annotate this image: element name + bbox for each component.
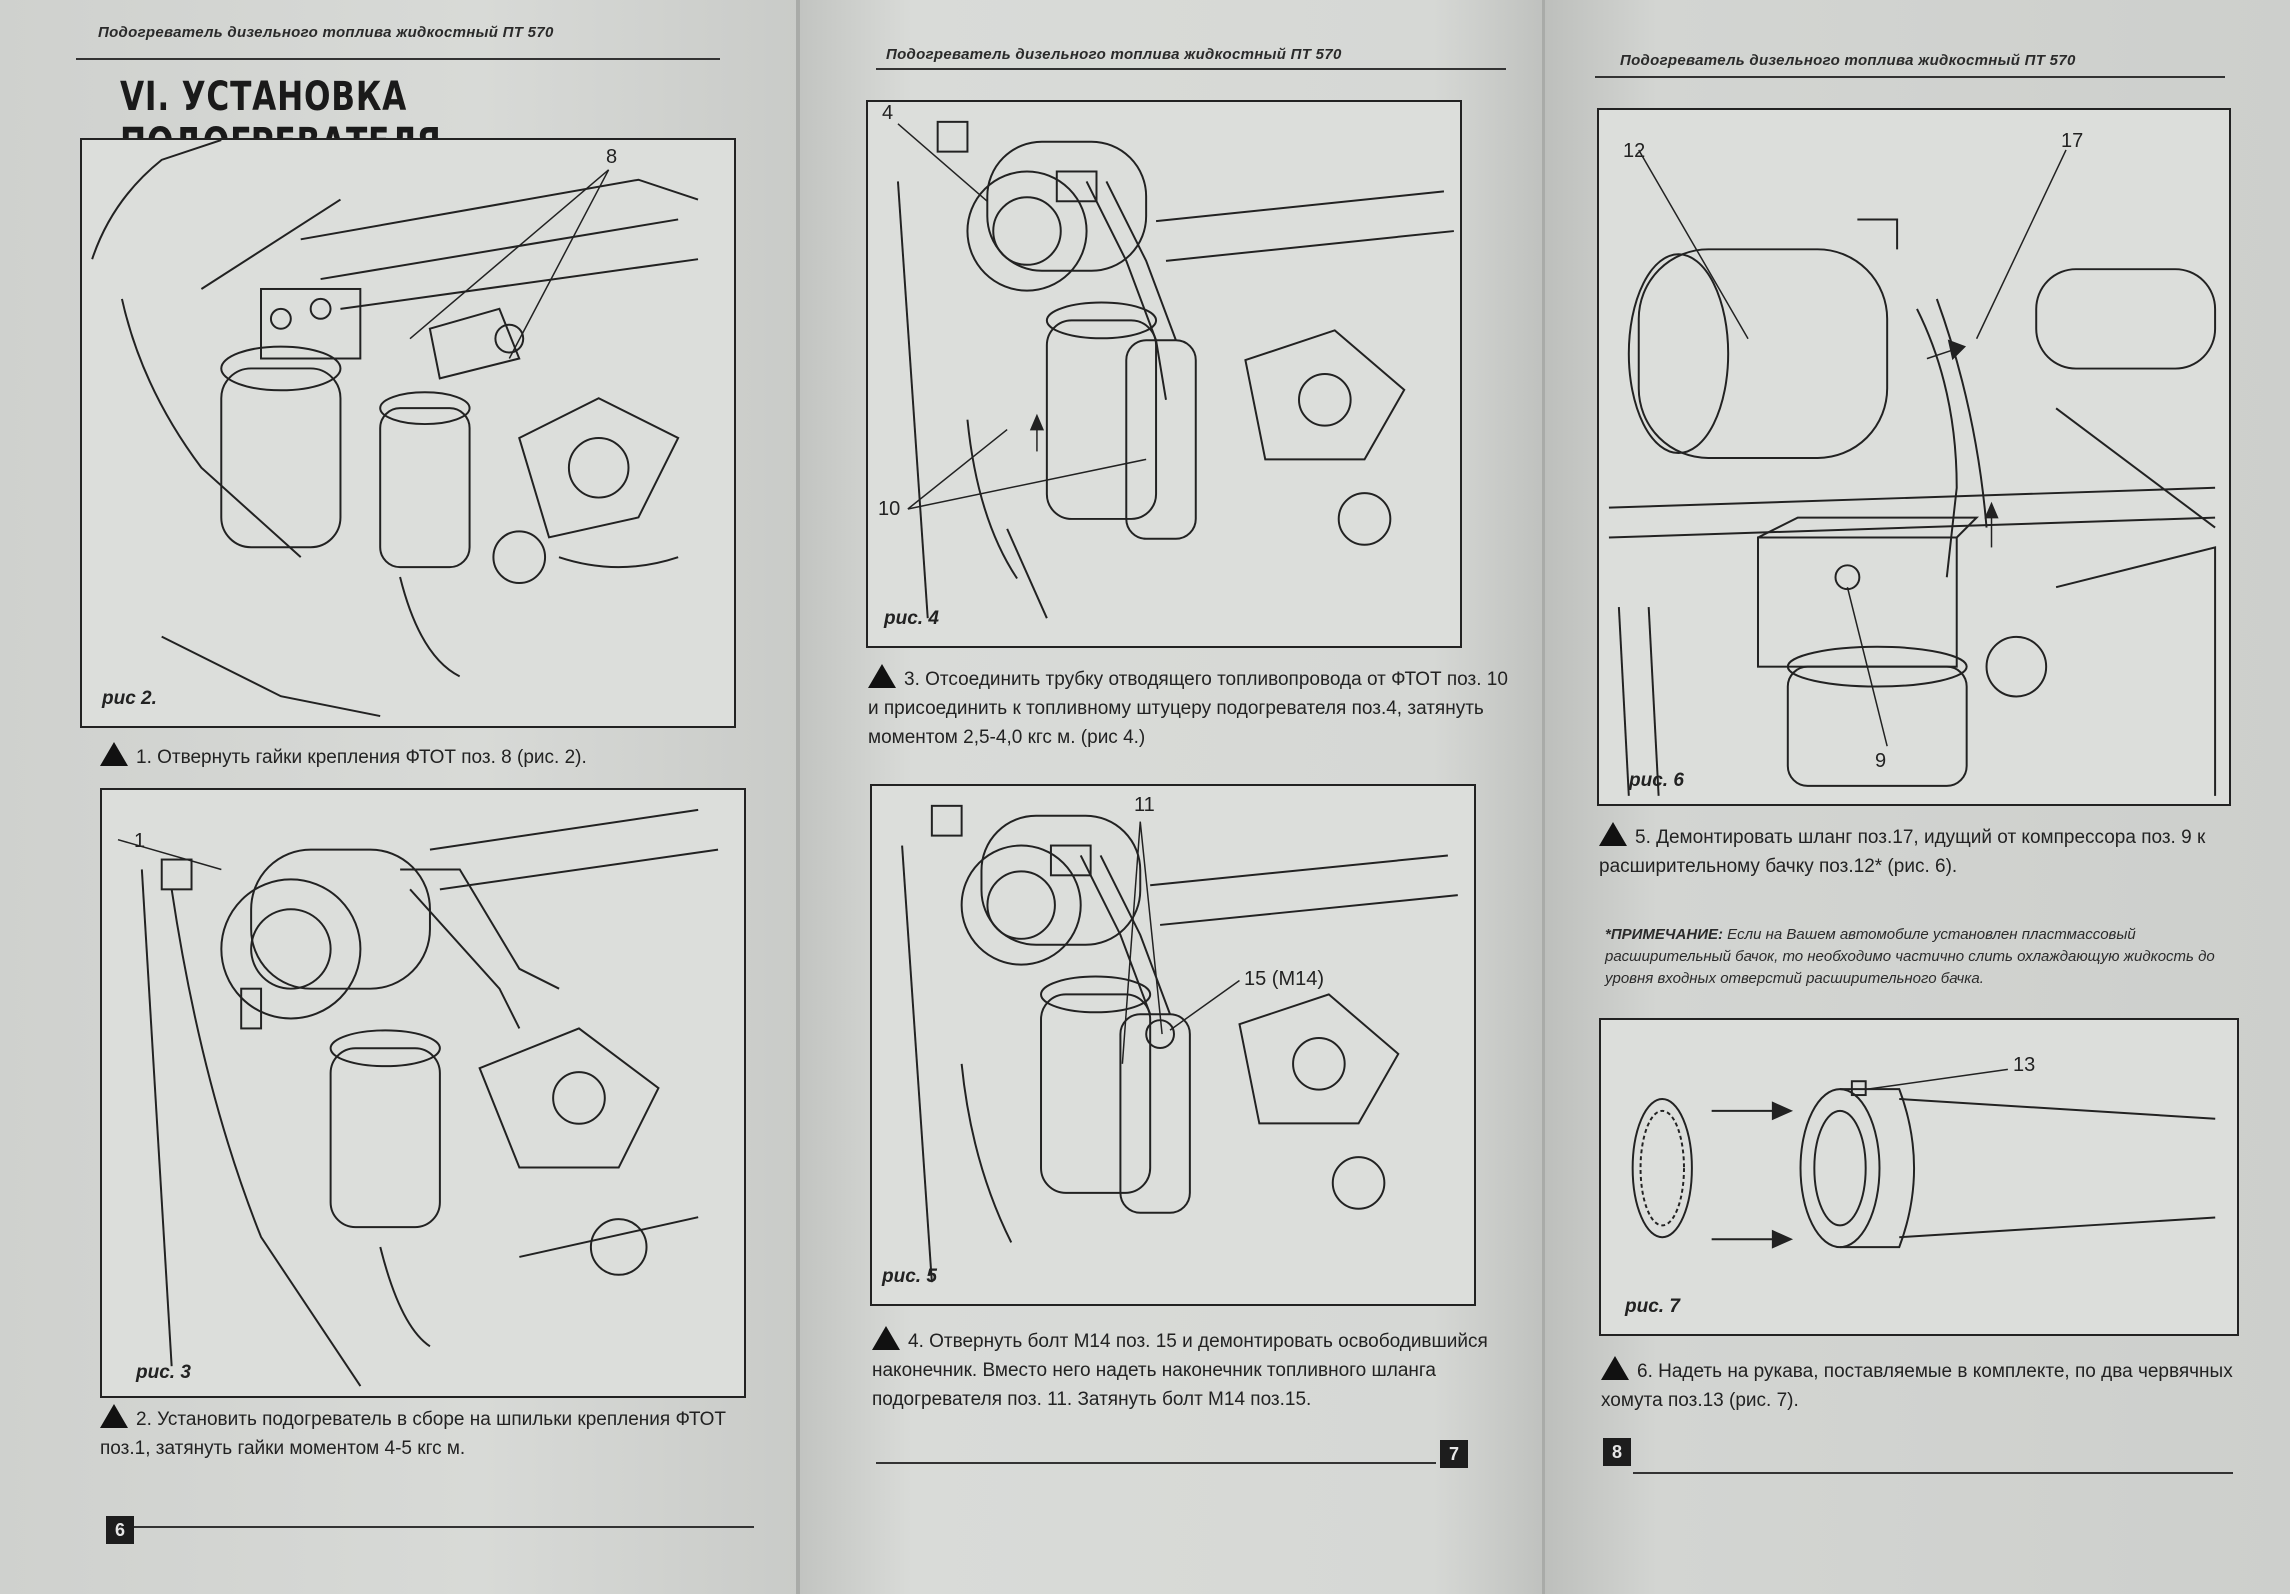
running-header: Подогреватель дизельного топлива жидкост… [886, 46, 1342, 63]
callout-1: 1 [134, 830, 146, 852]
note-label: *ПРИМЕЧАНИЕ: [1605, 926, 1723, 943]
callout-11: 11 [1134, 794, 1155, 816]
page-number: 7 [1440, 1440, 1468, 1468]
page-7: Подогреватель дизельного топлива жидкост… [800, 0, 1545, 1594]
step-1-text: 1. Отвернуть гайки крепления ФТОТ поз. 8… [136, 747, 587, 768]
callout-4: 4 [882, 102, 894, 124]
running-header: Подогреватель дизельного топлива жидкост… [98, 24, 554, 41]
header-rule [76, 58, 720, 60]
page-6: Подогреватель дизельного топлива жидкост… [0, 0, 800, 1594]
figure-2: 8 рис 2. [80, 138, 736, 728]
step-6-text: 6. Надеть на рукава, поставляемые в комп… [1601, 1361, 2233, 1411]
figure-3: 1 рис. 3 [100, 788, 746, 1398]
figure-label: рис. 4 [884, 608, 939, 629]
warning-triangle-icon [1599, 822, 1627, 846]
step-2-text: 2. Установить подогреватель в сборе на ш… [100, 1409, 726, 1459]
compressor-drawing-fig6 [1608, 149, 2217, 796]
step-3-caption: 3. Отсоединить трубку отводящего топливо… [868, 664, 1508, 752]
figure-label: рис. 6 [1629, 770, 1684, 791]
heater-drawing-fig5 [901, 804, 1458, 1283]
warning-triangle-icon [100, 742, 128, 766]
note-text: Если на Вашем автомобиле установлен плас… [1605, 926, 2215, 987]
figure-7: 13 рис. 7 [1599, 1018, 2239, 1336]
figure-5: 11 15 (М14) рис. 5 [870, 784, 1476, 1306]
heater-drawing-fig3 [117, 808, 719, 1387]
warning-triangle-icon [872, 1326, 900, 1350]
step-5-text: 5. Демонтировать шланг поз.17, идущий от… [1599, 827, 2206, 877]
step-5-caption: 5. Демонтировать шланг поз.17, идущий от… [1599, 822, 2229, 881]
footer-rule [876, 1462, 1436, 1464]
page-number: 8 [1603, 1438, 1631, 1466]
callout-12: 12 [1623, 140, 1646, 162]
figure-label: рис. 3 [136, 1362, 191, 1383]
callout-15: 15 (М14) [1244, 968, 1325, 990]
footer-rule [134, 1526, 754, 1528]
figure-4: 4 10 рис. 4 [866, 100, 1462, 648]
footer-rule [1633, 1472, 2233, 1474]
header-rule [1595, 76, 2225, 78]
step-6-caption: 6. Надеть на рукава, поставляемые в комп… [1601, 1356, 2241, 1415]
callout-8: 8 [606, 146, 618, 168]
engine-drawing-fig2 [91, 140, 699, 718]
warning-triangle-icon [868, 664, 896, 688]
callout-17: 17 [2061, 130, 2084, 152]
figure-label: рис. 5 [882, 1266, 937, 1287]
warning-triangle-icon [1601, 1356, 1629, 1380]
header-rule [876, 68, 1506, 70]
step-3-text: 3. Отсоединить трубку отводящего топливо… [868, 669, 1508, 748]
page-fold [796, 0, 802, 1594]
hose-clamp-drawing-fig7 [1631, 1068, 2216, 1249]
callout-10: 10 [878, 498, 901, 520]
callout-9: 9 [1875, 750, 1887, 772]
warning-triangle-icon [100, 1404, 128, 1428]
figure-6: 12 17 9 рис. 6 [1597, 108, 2231, 806]
running-header: Подогреватель дизельного топлива жидкост… [1620, 52, 2076, 69]
step-4-text: 4. Отвернуть болт М14 поз. 15 и демонтир… [872, 1331, 1488, 1410]
callout-13: 13 [2013, 1054, 2036, 1076]
page-number: 6 [106, 1516, 134, 1544]
page-8: СВИДЕТЕЛЬСТВО О ПРИЕМКЕ Подогреватель ди… [1545, 0, 2290, 1594]
note-block: *ПРИМЕЧАНИЕ: Если на Вашем автомобиле ус… [1605, 924, 2235, 990]
figure-label: рис. 7 [1625, 1296, 1680, 1317]
figure-label: рис 2. [102, 688, 157, 709]
step-4-caption: 4. Отвернуть болт М14 поз. 15 и демонтир… [872, 1326, 1506, 1414]
step-1-caption: 1. Отвернуть гайки крепления ФТОТ поз. 8… [100, 742, 740, 772]
step-2-caption: 2. Установить подогреватель в сборе на ш… [100, 1404, 750, 1463]
heater-drawing-fig4 [896, 120, 1454, 619]
